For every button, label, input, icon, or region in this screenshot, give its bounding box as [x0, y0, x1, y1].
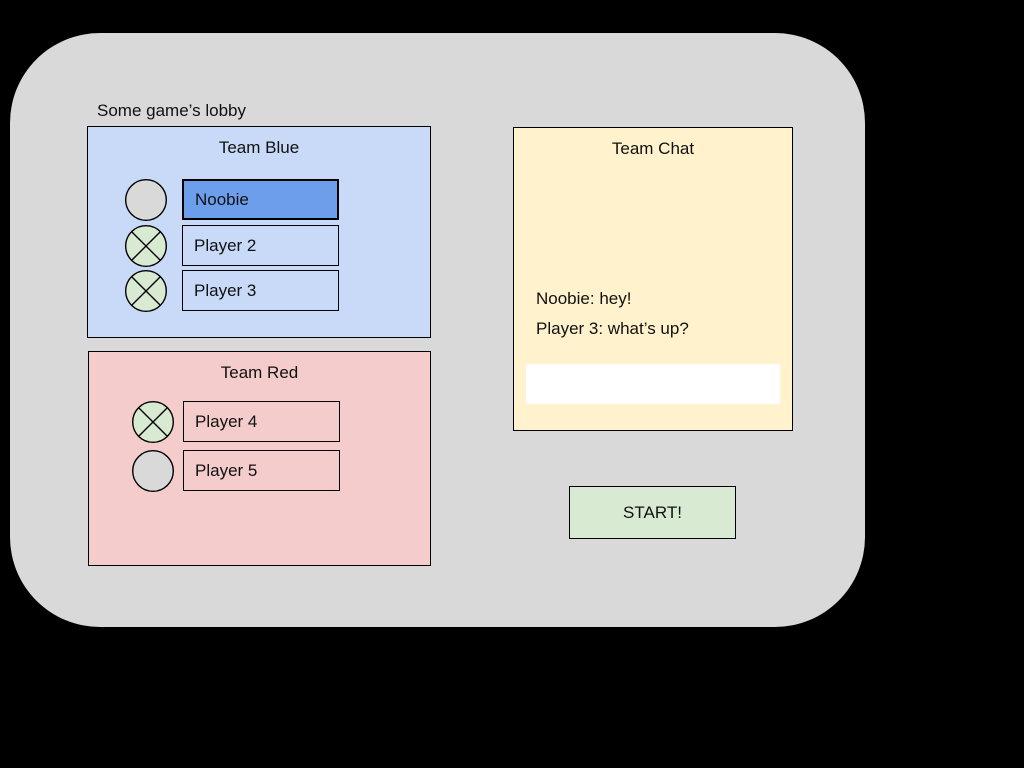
chat-input[interactable]: [526, 364, 780, 404]
player-row: Player 5: [89, 450, 430, 492]
team-red-title: Team Red: [220, 363, 299, 382]
team-chat-panel: Team Chat Noobie: hey! Player 3: what’s …: [513, 127, 793, 431]
player-name-box[interactable]: Player 4: [183, 401, 340, 442]
player-row: Noobie: [88, 179, 430, 221]
lobby-window: Some game’s lobby Team Blue Noobie Playe…: [10, 33, 865, 627]
crossed-circle-icon: [125, 225, 167, 267]
crossed-circle-icon: [132, 401, 174, 443]
ready-indicator[interactable]: [125, 179, 167, 221]
chat-message-list: Noobie: hey! Player 3: what’s up?: [536, 284, 689, 344]
player-row: Player 2: [88, 225, 430, 267]
ready-indicator[interactable]: [125, 270, 167, 312]
player-name-box[interactable]: Player 2: [182, 225, 339, 266]
player-name-box[interactable]: Player 5: [183, 450, 340, 491]
ready-indicator[interactable]: [125, 225, 167, 267]
player-name-box[interactable]: Noobie: [182, 179, 339, 220]
team-chat-title: Team Chat: [611, 139, 695, 158]
chat-message: Noobie: hey!: [536, 289, 632, 308]
player-name-box[interactable]: Player 3: [182, 270, 339, 311]
team-blue-title: Team Blue: [218, 138, 300, 157]
team-blue-panel: Team Blue Noobie Player 2: [87, 126, 431, 338]
start-button[interactable]: START!: [569, 486, 736, 539]
player-row: Player 4: [89, 401, 430, 443]
player-row: Player 3: [88, 270, 430, 312]
ready-indicator[interactable]: [132, 450, 174, 492]
ready-indicator[interactable]: [132, 401, 174, 443]
team-red-panel: Team Red Player 4 Player 5: [88, 351, 431, 566]
empty-circle-icon: [132, 450, 174, 492]
empty-circle-icon: [125, 179, 167, 221]
lobby-title: Some game’s lobby: [97, 101, 246, 120]
crossed-circle-icon: [125, 270, 167, 312]
chat-message: Player 3: what’s up?: [536, 319, 689, 338]
